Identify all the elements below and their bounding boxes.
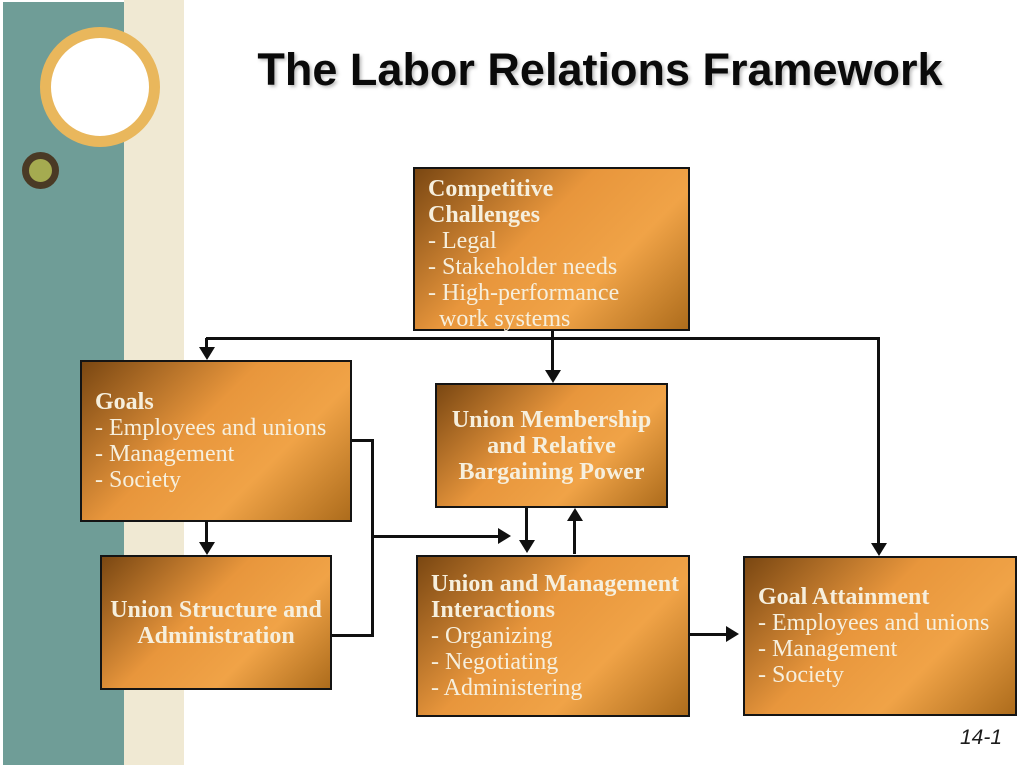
box-goal-attainment: Goal Attainment - Employees and unions -… (743, 556, 1017, 716)
arrowhead-right (498, 528, 511, 544)
connector-main-horizontal (206, 337, 880, 340)
box-bullet: - Stakeholder needs (428, 254, 618, 280)
connector-to-goals (205, 338, 208, 348)
box-bullet: - Management (758, 636, 898, 662)
connector-challenges-to-membership (551, 331, 554, 371)
box-heading-line: Interactions (431, 597, 555, 623)
box-heading-line: Goal Attainment (758, 584, 930, 610)
box-bullet: - Management (95, 441, 235, 467)
box-union-structure: Union Structure and Administration (100, 555, 332, 690)
box-heading-line: Administration (137, 622, 295, 649)
connector-interactions-to-attainment (690, 633, 727, 636)
connector-goals-to-structure (205, 521, 208, 543)
box-bullet: - Administering (431, 675, 583, 701)
connector-membership-down (525, 508, 528, 541)
box-bullet: - Organizing (431, 623, 553, 649)
bracket-top-segment (352, 439, 374, 442)
box-bullet: - Negotiating (431, 649, 559, 675)
box-competitive-challenges: Competitive Challenges - Legal - Stakeho… (413, 167, 690, 332)
box-heading-line: Competitive (428, 176, 554, 202)
box-bullet-continuation: work systems (439, 306, 571, 332)
box-heading-line: Bargaining Power (458, 458, 645, 485)
box-bullet: - Employees and unions (758, 610, 990, 636)
arrowhead-right (726, 626, 739, 642)
arrowhead-down (545, 370, 561, 383)
arrowhead-down (199, 347, 215, 360)
box-bullet: - Society (758, 662, 844, 688)
slide-title: The Labor Relations Framework (257, 44, 943, 95)
box-union-management-interactions: Union and Management Interactions - Orga… (416, 555, 690, 717)
arrowhead-down (871, 543, 887, 556)
decorative-circle-small (22, 152, 59, 189)
connector-interactions-up (573, 520, 576, 554)
box-goals: Goals - Employees and unions - Managemen… (80, 360, 352, 522)
connector-to-goal-attainment (877, 338, 880, 544)
box-bullet: - Society (95, 467, 181, 493)
box-heading-line: Union Structure and (110, 596, 322, 623)
bracket-bottom-segment (332, 634, 374, 637)
box-heading-line: Challenges (428, 202, 541, 228)
box-bullet: - High-performance (428, 280, 620, 306)
arrowhead-down (519, 540, 535, 553)
decorative-circle-large (40, 27, 160, 147)
box-heading-line: Union and Management (431, 571, 680, 597)
page-number: 14-1 (959, 726, 1002, 749)
bracket-vertical-segment (371, 439, 374, 637)
box-bullet: - Legal (428, 228, 497, 254)
box-union-membership: Union Membership and Relative Bargaining… (435, 383, 668, 508)
arrowhead-down (199, 542, 215, 555)
box-heading-line: and Relative (487, 432, 616, 459)
box-bullet: - Employees and unions (95, 415, 327, 441)
box-heading-line: Union Membership (451, 406, 652, 433)
box-heading-line: Goals (95, 389, 154, 415)
bracket-arrow-to-interactions (371, 535, 499, 538)
arrowhead-up (567, 508, 583, 521)
